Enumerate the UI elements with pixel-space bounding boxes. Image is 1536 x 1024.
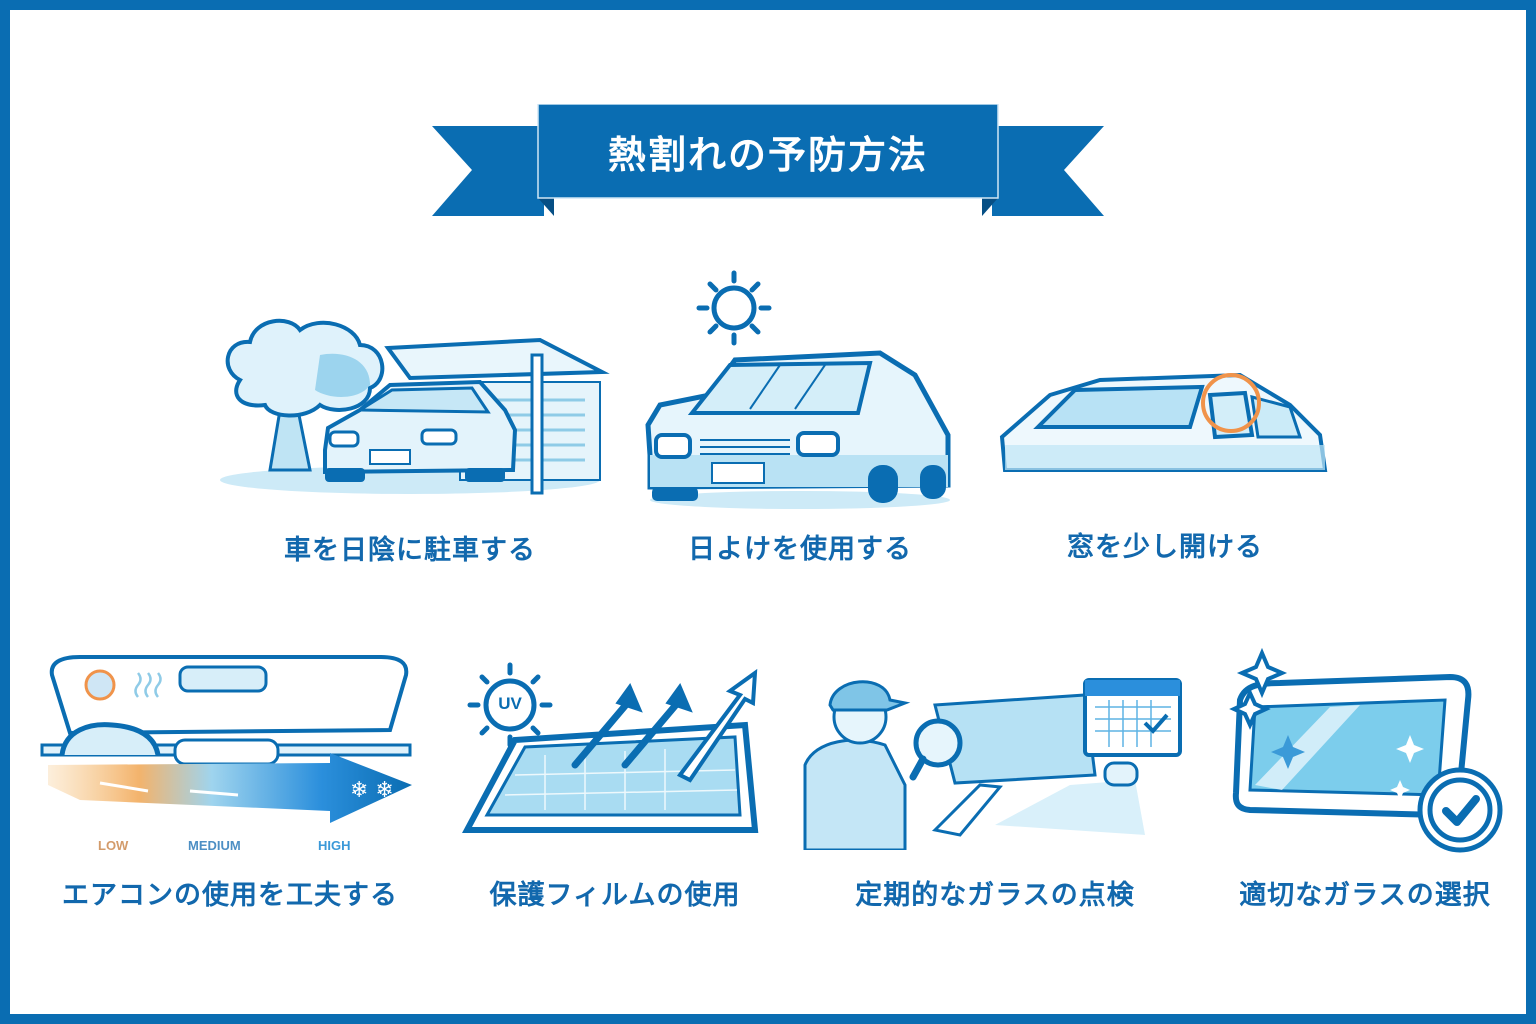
tip-label: 車を日陰に駐車する (284, 535, 536, 566)
clipboard-icon (931, 783, 1003, 837)
tip-regular-inspection: 定期的なガラスの点検 (795, 655, 1195, 915)
tip-protective-film: UV 保護フィルムの使用 (455, 655, 775, 915)
uv-protection-film-icon (462, 662, 759, 833)
air-conditioner-dashboard-icon: ❄ ❄ (40, 655, 412, 823)
tip-open-window: 窓を少し開ける (990, 365, 1340, 570)
car-with-sun-icon (645, 270, 951, 509)
tip-label: 日よけを使用する (688, 534, 912, 565)
level-high: HIGH (318, 838, 351, 853)
tip-label: 保護フィルムの使用 (489, 880, 741, 911)
title-banner: 熱割れの予防方法 (432, 104, 1104, 218)
snowflake-icon: ❄ ❄ (350, 778, 394, 803)
tip-label: 窓を少し開ける (1067, 532, 1263, 563)
sun-icon (696, 270, 772, 346)
level-low: LOW (98, 838, 129, 853)
glass-inspection-icon (803, 678, 1182, 850)
calendar-icon (1083, 678, 1182, 757)
page-title: 熱割れの予防方法 (607, 132, 928, 177)
tip-park-in-shade: 車を日陰に駐車する (210, 300, 610, 570)
tip-label: 適切なガラスの選択 (1239, 880, 1491, 911)
level-medium: MEDIUM (188, 838, 241, 853)
uv-badge: UV (498, 694, 522, 713)
tip-air-conditioner: ❄ ❄ LOW MEDIUM HIGH エアコンの使用を工夫する (20, 645, 440, 915)
magnifier-icon (909, 718, 963, 781)
tip-label: 定期的なガラスの点検 (855, 880, 1135, 911)
tip-use-sunshade: 日よけを使用する (630, 265, 970, 570)
highlight-circle-icon (1201, 373, 1261, 433)
inspector-person (803, 680, 911, 850)
car-under-carport-tree-icon (220, 318, 610, 495)
tip-label: エアコンの使用を工夫する (62, 880, 398, 911)
tip-glass-selection: 適切なガラスの選択 (1210, 645, 1520, 915)
sun-icon (467, 662, 553, 748)
car-window-open-icon (999, 372, 1328, 472)
ribbon-shape (432, 104, 1104, 216)
check-badge-icon (1417, 767, 1503, 853)
glass-selection-check-icon (1229, 647, 1503, 853)
